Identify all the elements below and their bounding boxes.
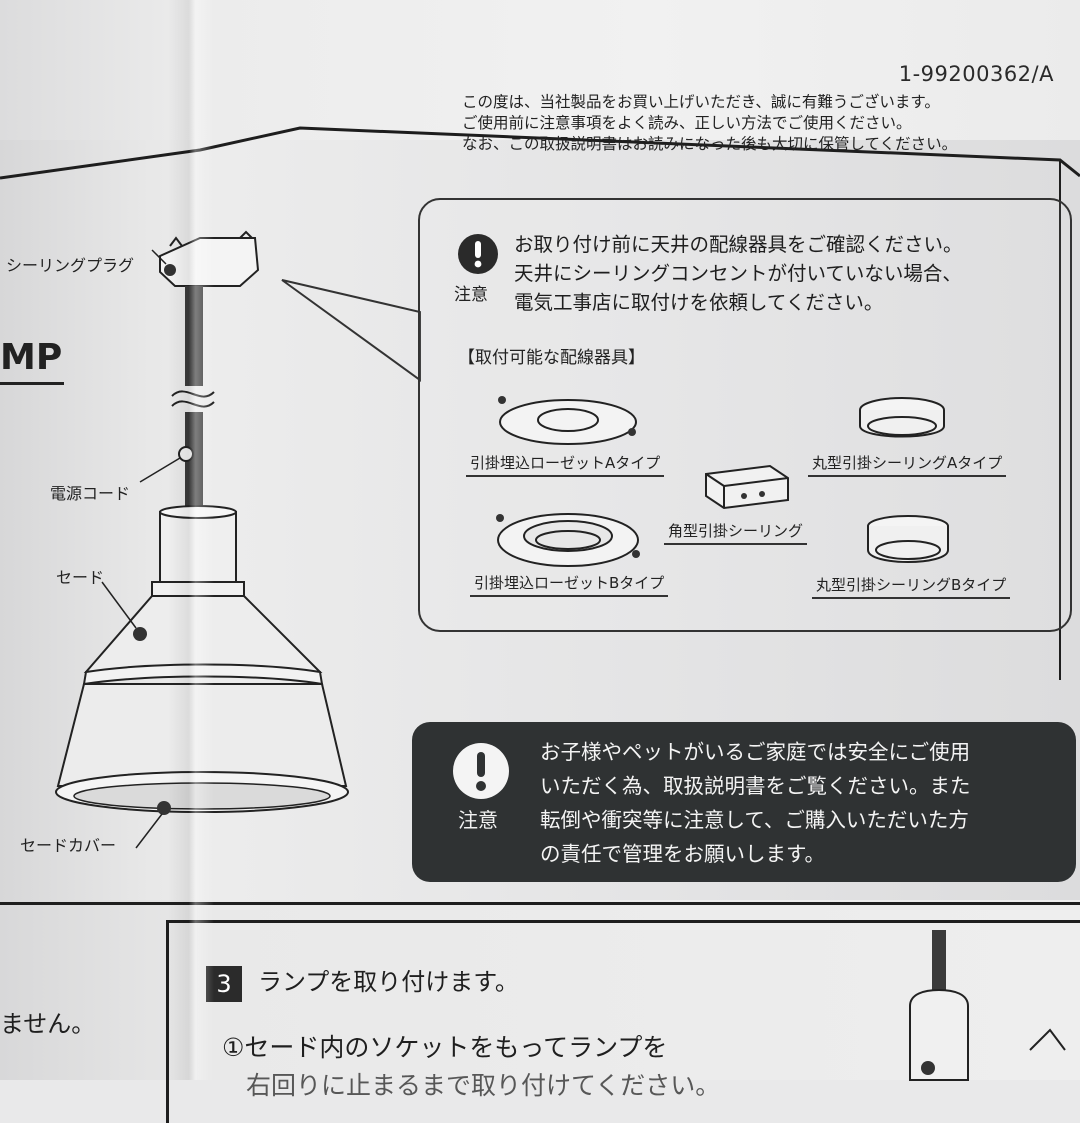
- notice-line: 転倒や衝突等に注意して、ご購入いただいた方: [540, 808, 969, 832]
- step3-lamp-illustration: [909, 930, 1066, 1081]
- callout-line: 電気工事店に取付けを依頼してください。: [514, 291, 884, 314]
- cropped-text-fragment: ません。: [0, 1010, 96, 1038]
- caution-icon: [453, 743, 509, 799]
- pendant-lamp-illustration: [55, 230, 421, 849]
- step3-frame: [166, 920, 1080, 1123]
- section-divider: [0, 902, 1080, 905]
- ceiling-plug-label: シーリングプラグ: [6, 256, 135, 275]
- round-ceiling-a-illustration: [859, 397, 945, 438]
- safety-notice-box: [412, 722, 1076, 882]
- caution-label: 注意: [458, 808, 498, 832]
- callout-line: 天井にシーリングコンセントが付いていない場合、: [514, 262, 962, 285]
- intro-line: この度は、当社製品をお買い上げいただき、誠に有難うございます。: [462, 93, 940, 111]
- callout-line: お取り付け前に天井の配線器具をご確認ください。: [514, 233, 963, 256]
- fixture-label-rosette-a: 引掛埋込ローゼットAタイプ: [466, 452, 665, 477]
- intro-line: なお、この取扱説明書はお読みになった後も大切に保管してください。: [462, 135, 958, 153]
- fixture-label-round-b: 丸型引掛シーリングBタイプ: [812, 574, 1011, 599]
- rosette-a-illustration: [498, 396, 637, 445]
- round-ceiling-b-illustration: [867, 515, 949, 563]
- fixture-label-round-a: 丸型引掛シーリングAタイプ: [808, 452, 1007, 477]
- fixture-label-rosette-b: 引掛埋込ローゼットBタイプ: [470, 572, 669, 597]
- intro-text: この度は、当社製品をお買い上げいただき、誠に有難うございます。 ご使用前に注意事…: [462, 92, 1072, 155]
- safety-notice-text: お子様やペットがいるご家庭では安全にご使用 いただく為、取扱説明書をご覧ください…: [540, 735, 1060, 871]
- square-ceiling-illustration: [705, 464, 789, 510]
- callout-text: お取り付け前に天井の配線器具をご確認ください。 天井にシーリングコンセントが付い…: [514, 230, 1054, 317]
- notice-line: の責任で管理をお願いします。: [540, 842, 825, 866]
- notice-line: お子様やペットがいるご家庭では安全にご使用: [540, 740, 971, 764]
- caution-icon: [458, 234, 498, 274]
- step3-title: ランプを取り付けます。: [258, 968, 519, 996]
- fixture-label-square: 角型引掛シーリング: [664, 520, 808, 545]
- lower-paper-sheet: [0, 900, 1080, 1080]
- step3-instruction: ①セード内のソケットをもってランプを: [222, 1033, 668, 1062]
- step-number-badge: 3: [206, 966, 242, 1002]
- power-cord-label: 電源コード: [50, 484, 131, 503]
- compatible-devices-heading: 【取付可能な配線器具】: [458, 348, 645, 368]
- document-number: 1-99200362/A: [898, 62, 1054, 86]
- shade-cover-label: セードカバー: [20, 836, 117, 855]
- caution-label: 注意: [454, 285, 488, 305]
- shade-label: セード: [56, 568, 105, 587]
- cropped-product-title: MP: [0, 334, 65, 385]
- notice-line: いただく為、取扱説明書をご覧ください。また: [540, 774, 971, 798]
- intro-line: ご使用前に注意事項をよく読み、正しい方法でご使用ください。: [462, 114, 912, 132]
- main-sheet-border: [0, 126, 1080, 680]
- rosette-b-illustration: [496, 513, 640, 567]
- step3-instruction-continued: 右回りに止まるまで取り付けてください。: [246, 1071, 721, 1100]
